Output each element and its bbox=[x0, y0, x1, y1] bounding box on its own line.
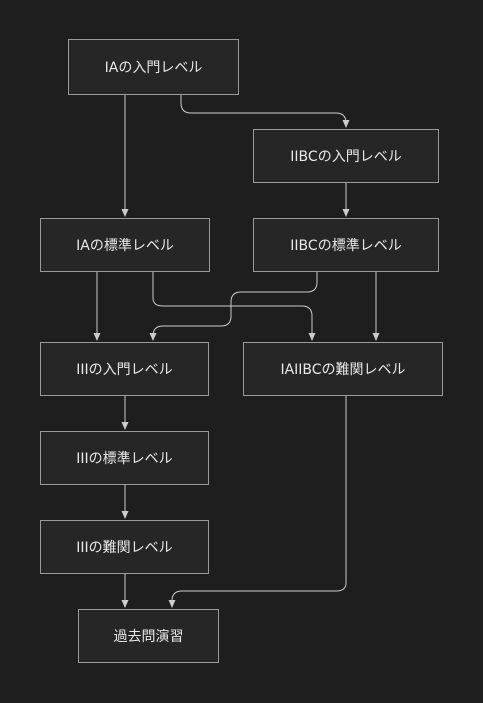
edge-ia-intro-to-iibc-intro bbox=[180, 95, 350, 128]
node-iibc-intro: IIBCの入門レベル bbox=[253, 129, 439, 183]
node-ia-std: IAの標準レベル bbox=[40, 218, 210, 272]
node-iibc-std: IIBCの標準レベル bbox=[253, 218, 439, 272]
node-iii-hard: IIIの難関レベル bbox=[40, 520, 209, 574]
node-ia-intro: IAの入門レベル bbox=[68, 39, 239, 95]
node-iaiibc-hard: IAIIBCの難関レベル bbox=[243, 342, 443, 396]
node-past-exam: 過去問演習 bbox=[78, 609, 219, 663]
edge-iaiibc-hard-to-past bbox=[168, 396, 347, 608]
edge-ia-std-to-iaiibc-hard bbox=[152, 272, 316, 341]
node-iii-std: IIIの標準レベル bbox=[40, 431, 209, 485]
edge-iibc-std-to-iii-intro bbox=[149, 272, 318, 341]
node-iii-intro: IIIの入門レベル bbox=[40, 342, 209, 396]
